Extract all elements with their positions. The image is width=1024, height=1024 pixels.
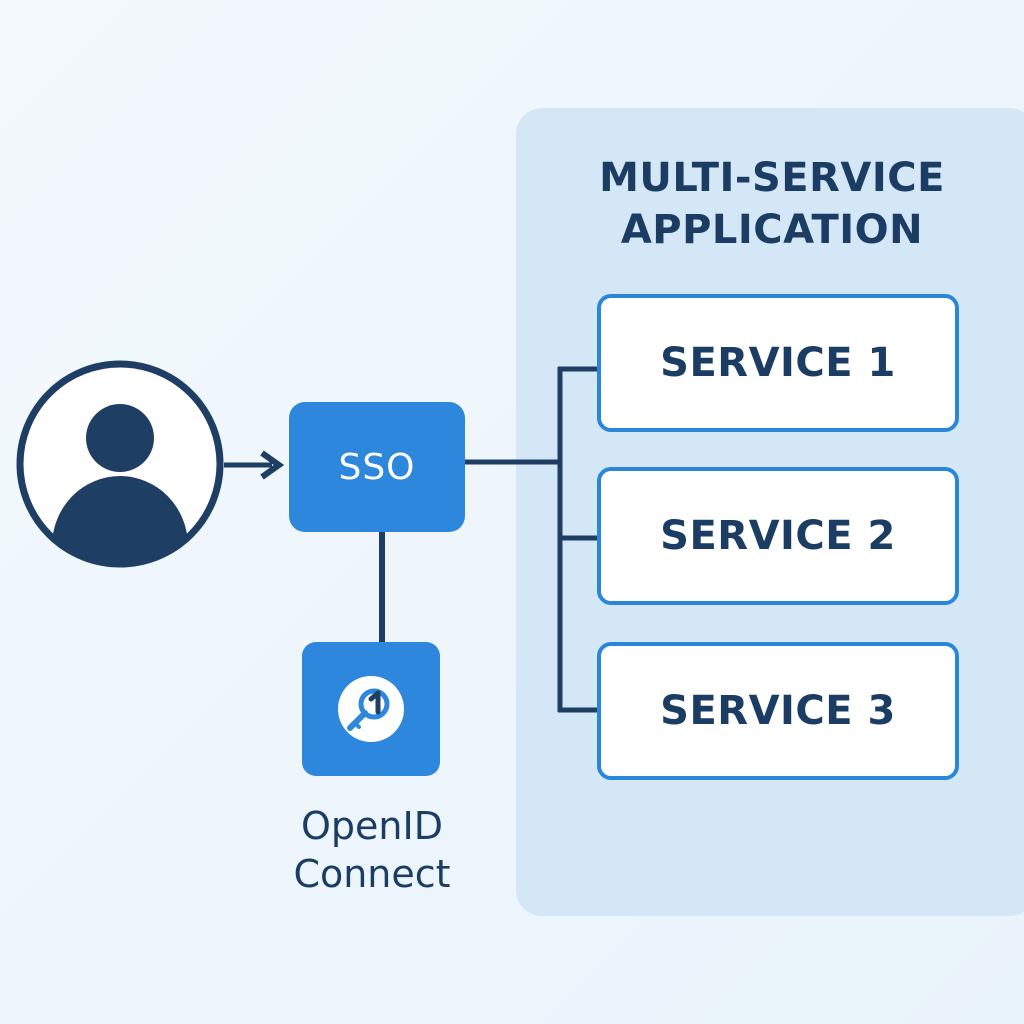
sso-box: SSO [289, 402, 465, 532]
user-avatar-icon [16, 360, 224, 568]
service-1-label: SERVICE 1 [660, 340, 896, 386]
user-to-sso-arrowhead [260, 450, 285, 480]
openid-key-icon [338, 676, 404, 742]
service-3-box: SERVICE 3 [597, 642, 959, 780]
service-3-label: SERVICE 3 [660, 688, 896, 734]
openid-label-line2: Connect [293, 852, 451, 896]
openid-connect-label: OpenID Connect [262, 802, 482, 898]
service-2-label: SERVICE 2 [660, 513, 896, 559]
service-2-box: SERVICE 2 [597, 467, 959, 605]
openid-label-line1: OpenID [301, 804, 443, 848]
sso-label: SSO [338, 446, 416, 488]
application-title-line1: MULTI-SERVICE [599, 155, 945, 201]
application-title: MULTI-SERVICE APPLICATION [516, 152, 1024, 256]
openid-connect-box [302, 642, 440, 776]
application-title-line2: APPLICATION [620, 207, 924, 253]
service-1-box: SERVICE 1 [597, 294, 959, 432]
